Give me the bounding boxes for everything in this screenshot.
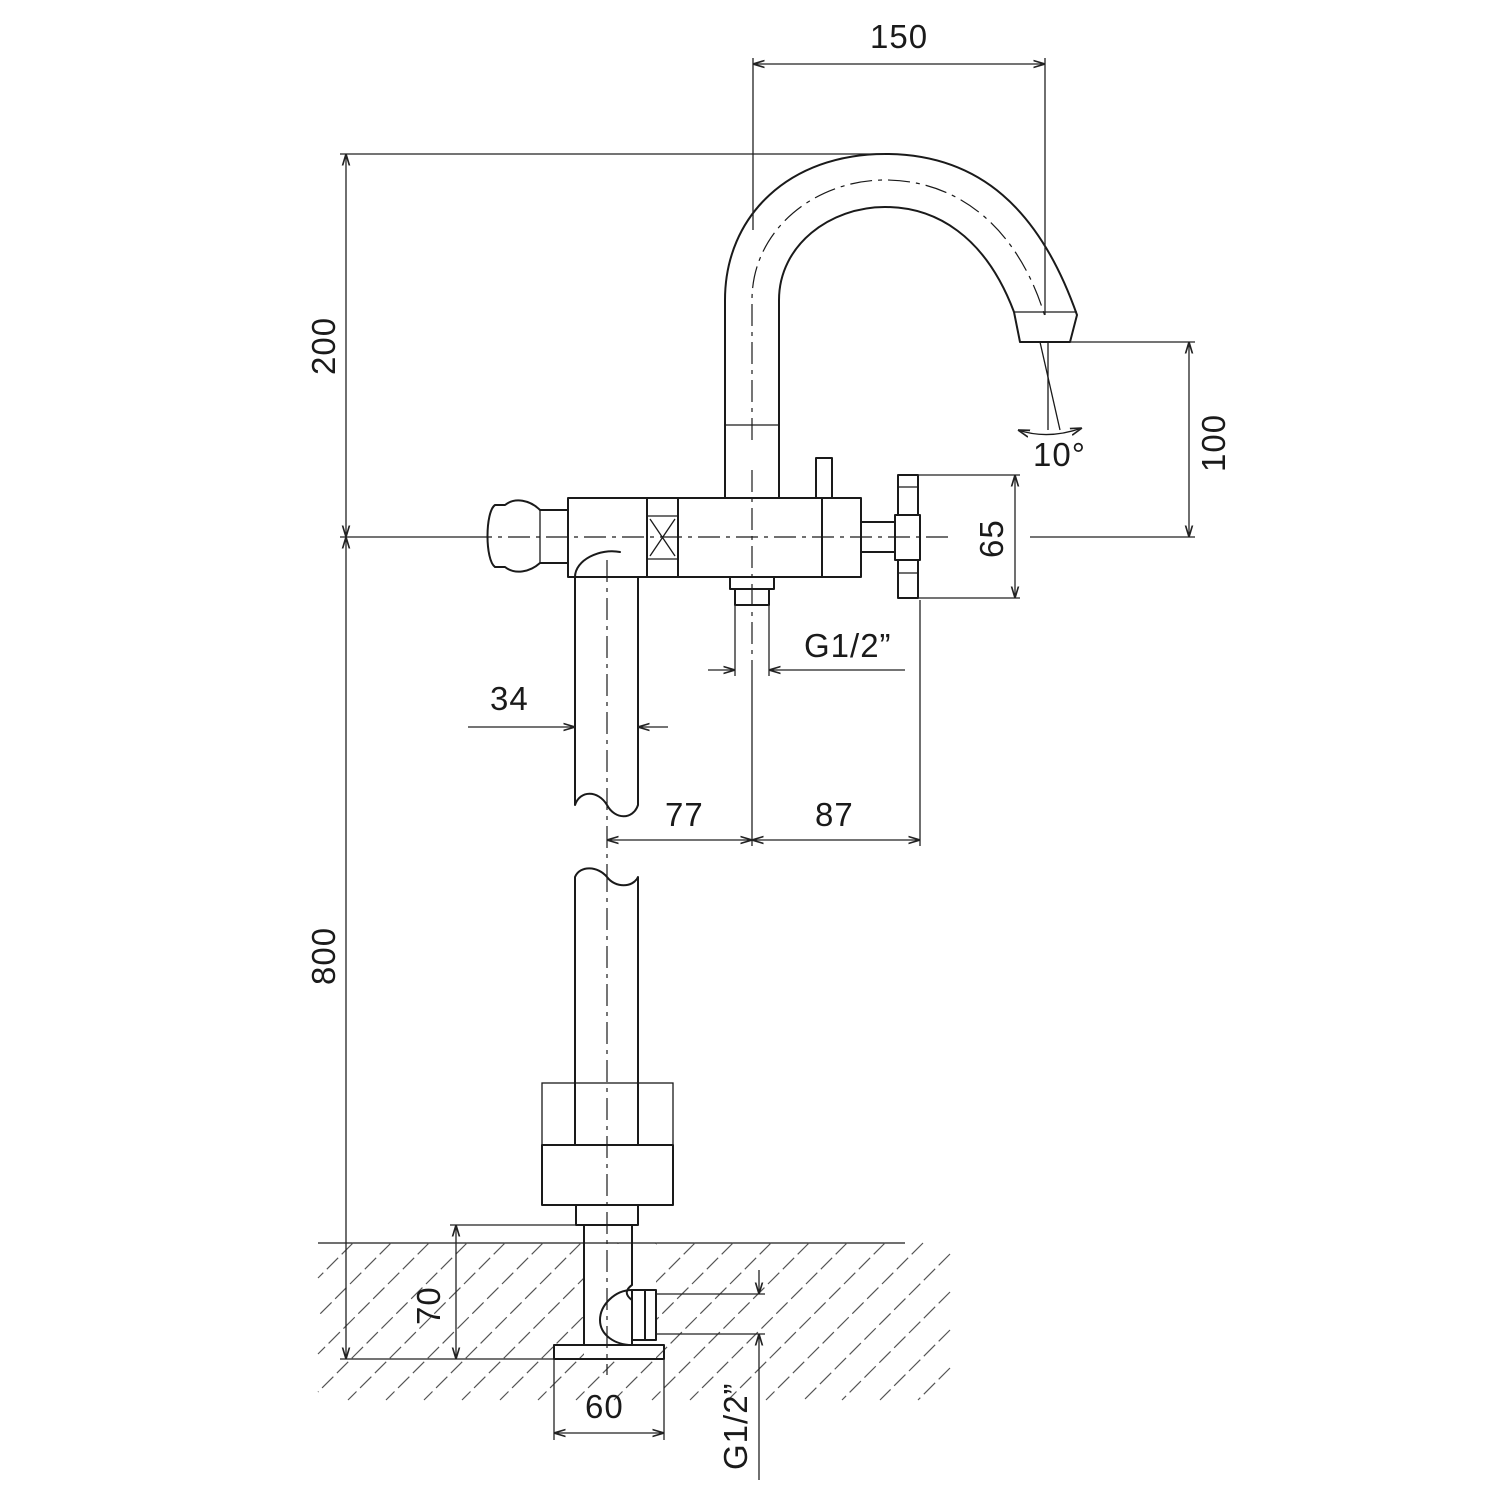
handle-lever-bottom — [897, 559, 919, 599]
dim-60-label: 60 — [585, 1388, 624, 1425]
mixer-body — [470, 457, 950, 680]
hatch-line — [917, 1367, 951, 1401]
floor-base-plate — [553, 1344, 665, 1360]
hatch-line — [317, 1242, 468, 1393]
dim-g12-top-label: G1/2” — [804, 627, 892, 664]
dim-g12-bottom-label: G1/2” — [717, 1382, 754, 1470]
spout-body-outline — [724, 153, 1078, 441]
dimensions: 150 200 100 10° 65 G1/2” 34 77 — [305, 18, 1232, 1480]
hatch-line — [317, 1242, 354, 1279]
hatch-line — [347, 1242, 506, 1401]
riser-elbow — [599, 1289, 633, 1346]
angle-arc — [1018, 428, 1082, 435]
hatch-line — [879, 1329, 951, 1401]
hatch-line — [317, 1242, 430, 1355]
water-stream-line — [1039, 341, 1061, 431]
hatch-line — [385, 1242, 544, 1401]
spout — [724, 153, 1082, 499]
upper-pipe-elbow — [574, 550, 621, 578]
hatch-line — [803, 1253, 951, 1401]
hatch-line — [727, 1242, 886, 1401]
dim-70-label: 70 — [410, 1286, 447, 1325]
hatch-line — [689, 1242, 848, 1401]
hatch-line — [423, 1242, 582, 1401]
dim-34-label: 34 — [490, 680, 529, 717]
hatch-line — [461, 1242, 620, 1401]
dim-angle-label: 10° — [1033, 436, 1086, 473]
hatch-line — [765, 1242, 924, 1401]
dim-77-label: 77 — [665, 796, 704, 833]
hatch-line — [841, 1291, 951, 1401]
lower-pipe — [541, 867, 674, 1375]
handle-lever-top — [897, 474, 919, 516]
dim-200-label: 200 — [305, 317, 342, 375]
diverter-pin — [815, 457, 833, 499]
upper-pipe — [574, 550, 639, 870]
dim-150-label: 150 — [870, 18, 928, 55]
dim-87-label: 87 — [815, 796, 854, 833]
dim-65-label: 65 — [973, 519, 1010, 558]
hatch-line — [651, 1242, 810, 1401]
dim-800-label: 800 — [305, 927, 342, 985]
hatch-line — [613, 1242, 772, 1401]
hatch-line — [317, 1242, 392, 1317]
dim-100-label: 100 — [1195, 414, 1232, 472]
hatch-line — [499, 1242, 658, 1401]
spout-centerline — [751, 179, 1047, 440]
left-knob — [486, 499, 569, 573]
